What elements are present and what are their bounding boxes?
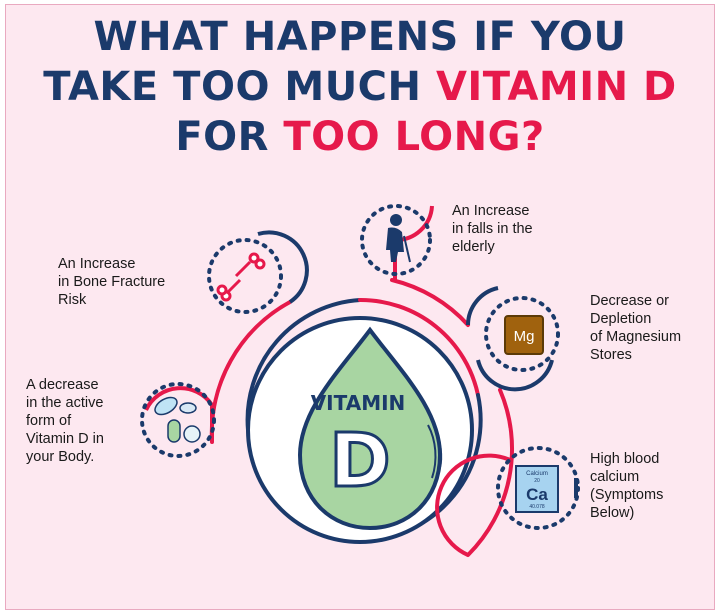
- calcium-atomic-mass: 40.078: [529, 504, 545, 510]
- effect-label-active-form: A decrease in the active form of Vitamin…: [26, 377, 104, 465]
- calcium-element-icon: [515, 465, 559, 513]
- calcium-element-name: Calcium: [526, 471, 548, 477]
- magnesium-symbol: Mg: [514, 328, 535, 345]
- broken-bone-icon: [216, 252, 266, 302]
- node-magnesium: Mg: [466, 286, 560, 392]
- node-falls: [360, 204, 434, 282]
- magnesium-tile-icon: [504, 315, 544, 355]
- effect-label-calcium: High blood calcium (Symptoms Below): [590, 451, 664, 521]
- pills-icon: [154, 396, 201, 443]
- title-line-1: WHAT HAPPENS IF YOU: [93, 14, 627, 60]
- effect-label-fracture: An Increase in Bone Fracture Risk: [58, 256, 166, 308]
- node-active-form: [140, 382, 216, 458]
- title-line-3: FOR TOO LONG?: [175, 114, 545, 160]
- center-label-vitamin: VITAMIN: [311, 391, 406, 415]
- center-label-d: D: [329, 418, 390, 504]
- elderly-person-icon: [386, 214, 411, 263]
- node-calcium: Calcium 20 Ca 40.078: [435, 446, 580, 557]
- title-highlight-vitamin-d: VITAMIN D: [435, 64, 677, 110]
- calcium-symbol: Ca: [526, 485, 548, 504]
- node-fracture: [207, 230, 309, 314]
- calcium-atomic-number: 20: [534, 478, 540, 484]
- title-line-2: TAKE TOO MUCH VITAMIN D: [43, 64, 677, 110]
- vitamin-d-drop-icon: [297, 326, 443, 531]
- effect-label-magnesium: Decrease or Depletion of Magnesium Store…: [590, 293, 682, 363]
- effect-label-falls: An Increase in falls in the elderly: [452, 203, 533, 255]
- infographic-title: WHAT HAPPENS IF YOU TAKE TOO MUCH VITAMI…: [0, 12, 720, 162]
- title-highlight-too-long: TOO LONG?: [283, 114, 545, 160]
